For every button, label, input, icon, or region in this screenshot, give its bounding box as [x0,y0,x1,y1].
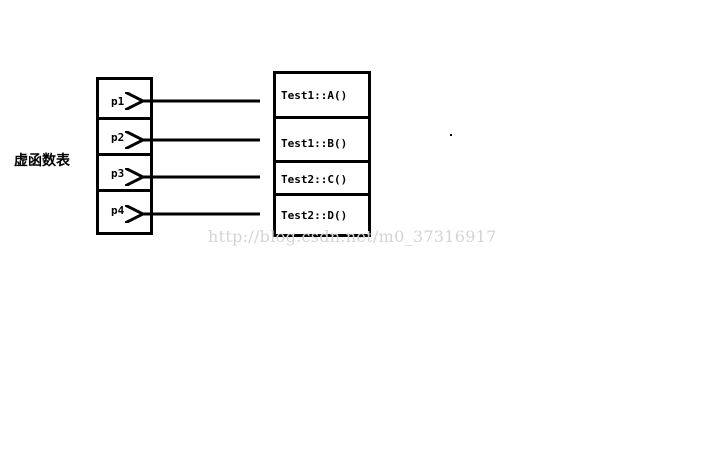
pointer-label-p2: p2 [111,131,125,144]
function-label-a: Test1::A() [281,89,348,102]
function-label-b: Test1::B() [281,137,348,150]
pointer-label-p4: p4 [111,204,125,217]
pointer-divider [96,153,153,156]
function-label-d: Test2::D() [281,209,348,222]
pointer-label-p3: p3 [111,167,125,180]
pointer-table [96,77,153,235]
function-divider [273,116,371,119]
function-divider [273,160,371,163]
stray-dot [450,134,452,136]
pointer-divider [96,189,153,192]
watermark: http://blog.csdn.net/m0_37316917 [208,227,497,246]
pointer-label-p1: p1 [111,95,125,108]
pointer-divider [96,117,153,120]
function-label-c: Test2::C() [281,173,348,186]
function-table [273,71,371,237]
function-divider [273,193,371,196]
vtable-title: 虚函数表 [14,153,70,169]
